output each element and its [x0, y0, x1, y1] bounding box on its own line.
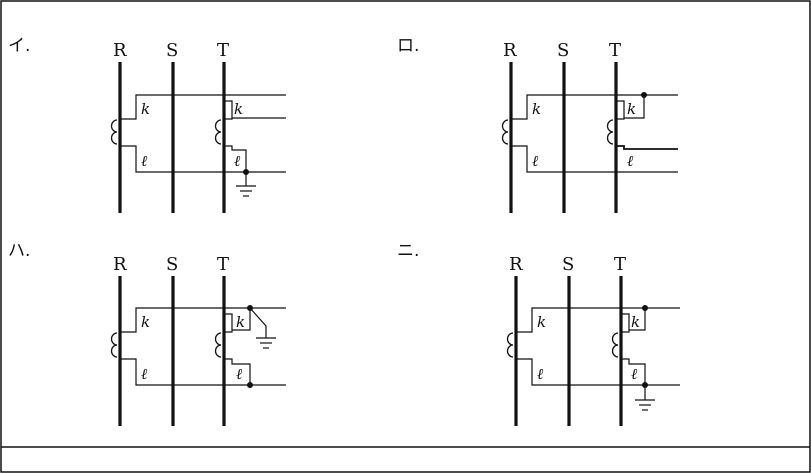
terminal-l-t: ℓ — [236, 365, 242, 383]
secondary-wire-l-t — [621, 358, 646, 385]
phase-label-s: S — [166, 40, 178, 61]
ground-symbol — [249, 307, 276, 349]
ground-symbol — [236, 172, 256, 197]
option-i: イ. R S T k ℓ k ℓ — [8, 36, 286, 213]
phase-label-t: T — [614, 254, 626, 275]
terminal-l-t: ℓ — [627, 152, 633, 170]
ct-coil-r — [506, 332, 514, 358]
phase-label-r: R — [503, 40, 517, 61]
terminal-k-t: k — [631, 313, 640, 331]
terminal-k-t: k — [627, 100, 636, 118]
option-ni: ニ. R S T k ℓ k ℓ — [397, 241, 680, 426]
phase-label-s: S — [166, 254, 178, 275]
terminal-box-k-t — [621, 313, 630, 330]
phase-label-t: T — [609, 40, 621, 61]
secondary-wire-l-r — [511, 145, 678, 173]
terminal-l-r: ℓ — [141, 152, 147, 170]
secondary-wire-l-r — [120, 145, 286, 173]
secondary-wire-k-r — [120, 307, 286, 333]
ct-coil-r — [110, 119, 118, 145]
phase-label-s: S — [562, 254, 574, 275]
ct-coil-t — [611, 332, 619, 358]
ct-coil-t — [214, 332, 222, 358]
secondary-wire-k-r — [516, 307, 680, 333]
option-ro: ロ. R S T k ℓ k ℓ — [397, 36, 678, 213]
terminal-l-t: ℓ — [234, 152, 240, 170]
secondary-wire-l-t — [224, 145, 247, 172]
junction-dot — [247, 382, 253, 388]
terminal-box-k-t — [224, 100, 233, 118]
junction-dot — [642, 305, 648, 311]
terminal-l-r: ℓ — [141, 365, 147, 383]
secondary-wire-k-r — [511, 94, 678, 120]
option-marker: ロ. — [397, 36, 419, 56]
phase-label-r: R — [509, 254, 523, 275]
secondary-wire-l-r — [516, 358, 680, 386]
terminal-k-r: k — [532, 100, 541, 118]
option-marker: イ. — [8, 36, 30, 56]
secondary-wire-l-t — [616, 145, 678, 150]
terminal-box-k-t — [616, 100, 625, 118]
terminal-k-t: k — [234, 100, 243, 118]
terminal-l-r: ℓ — [532, 152, 538, 170]
terminal-k-t: k — [236, 313, 245, 331]
phase-label-s: S — [557, 40, 569, 61]
terminal-box-k-t — [224, 313, 233, 330]
ct-coil-t — [214, 119, 222, 145]
ct-coil-t — [606, 119, 614, 145]
option-marker: ニ. — [397, 241, 419, 261]
terminal-l-t: ℓ — [631, 365, 637, 383]
phase-label-t: T — [217, 254, 229, 275]
secondary-wire-l-t — [224, 358, 251, 385]
option-marker: ハ. — [8, 241, 30, 261]
phase-label-r: R — [113, 40, 127, 61]
junction-dot — [641, 92, 647, 98]
phase-label-r: R — [113, 254, 127, 275]
phase-label-t: T — [217, 40, 229, 61]
terminal-k-r: k — [141, 313, 150, 331]
terminal-l-r: ℓ — [537, 365, 543, 383]
secondary-wire-k-r — [120, 94, 286, 120]
secondary-wire-l-r — [120, 358, 286, 386]
ct-coil-r — [110, 332, 118, 358]
ct-coil-r — [501, 119, 509, 145]
option-ha: ハ. R S T k ℓ k ℓ — [8, 241, 286, 426]
terminal-k-r: k — [141, 100, 150, 118]
terminal-k-r: k — [537, 313, 546, 331]
secondary-wire-k-t — [224, 117, 286, 120]
ground-symbol — [635, 385, 655, 411]
